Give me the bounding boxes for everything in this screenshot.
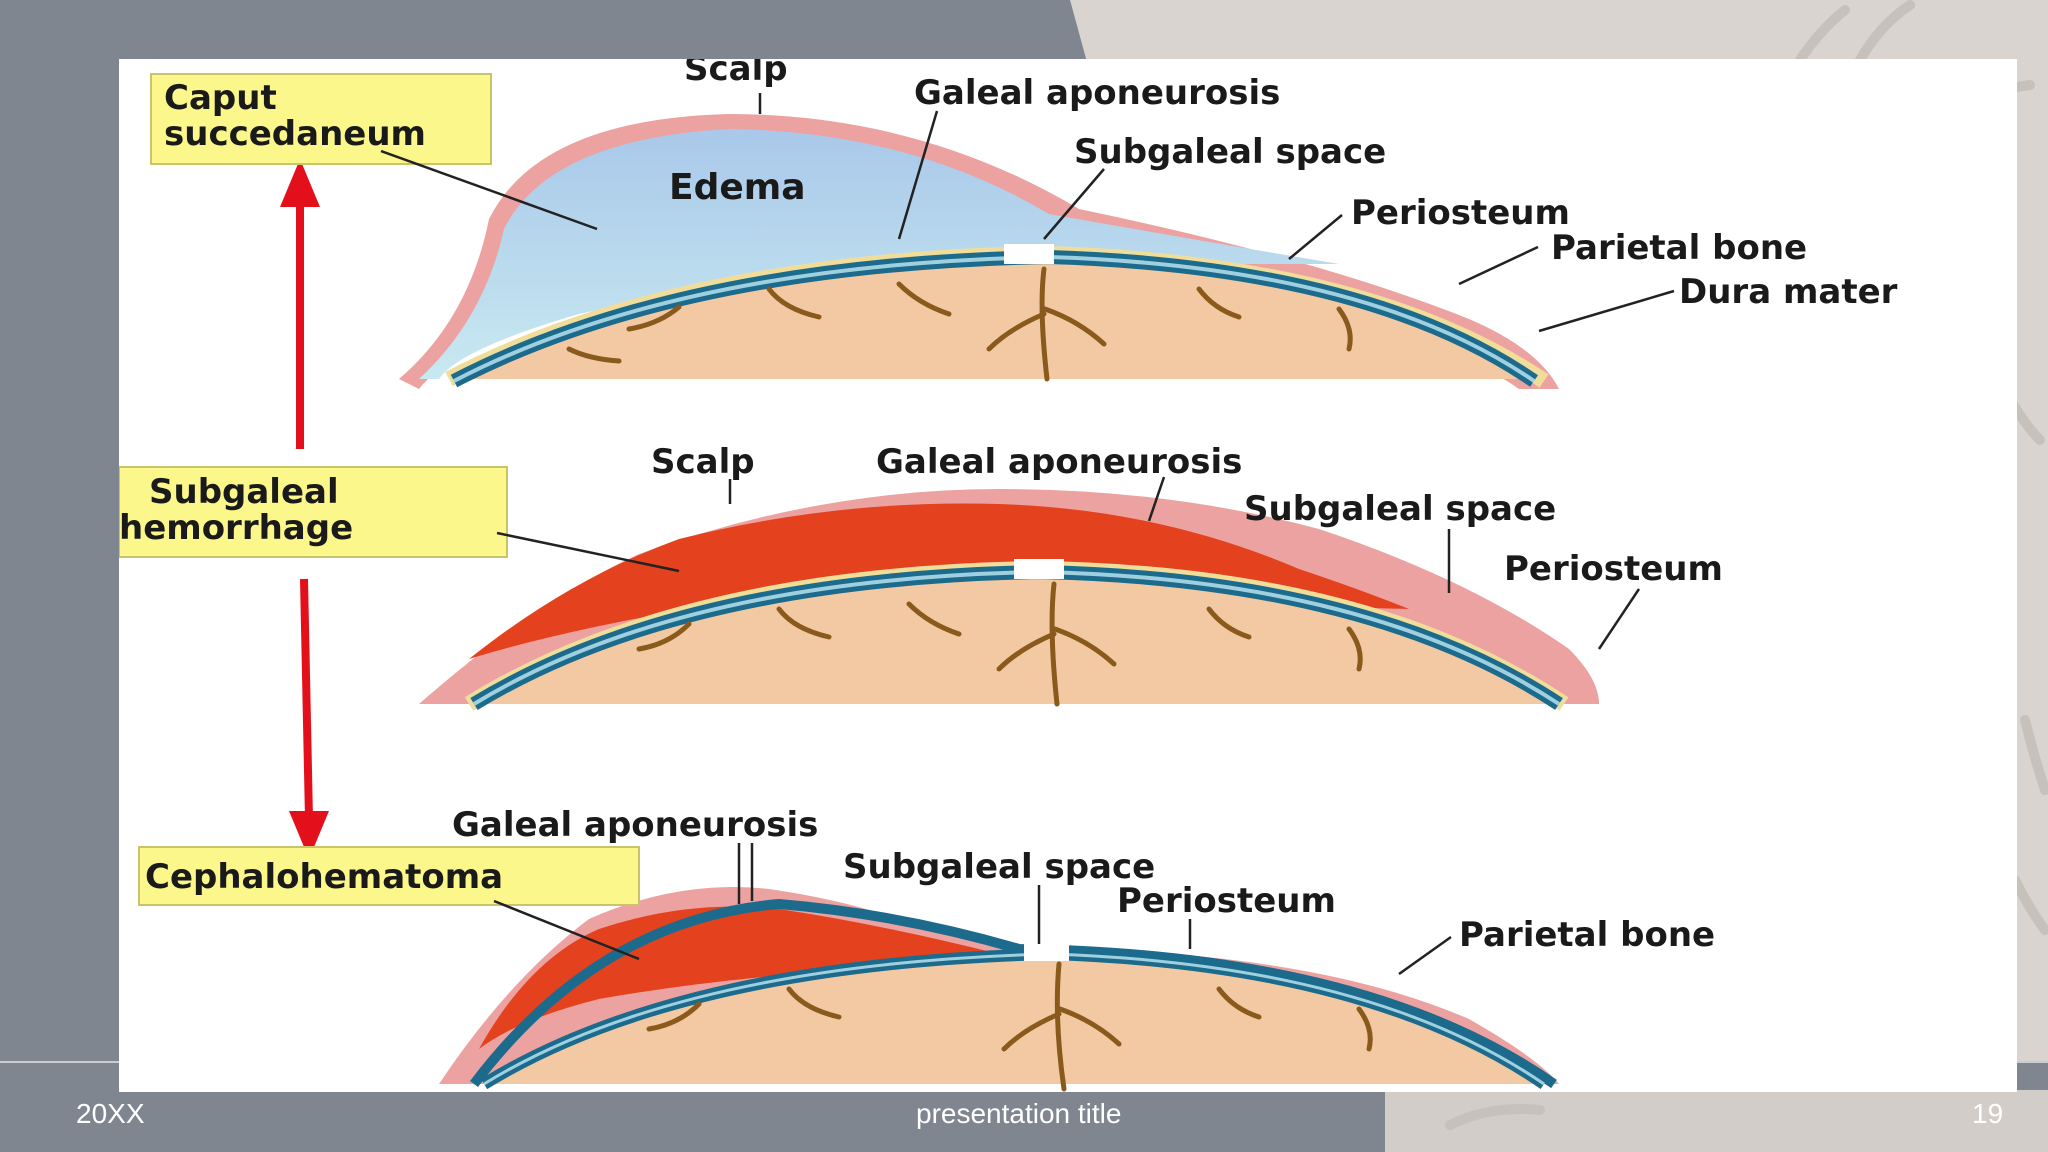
label-galeal-3: Galeal aponeurosis: [452, 805, 818, 845]
callout-subgaleal-line2: hemorrhage: [119, 508, 353, 548]
label-subgaleal-3: Subgaleal space: [843, 847, 1155, 887]
edema-layer: [419, 129, 1339, 379]
hemorrhage-area: [479, 906, 999, 1049]
leader-lines: [380, 93, 1675, 976]
callout-subgaleal-hemorrhage: Subgaleal hemorrhage: [119, 466, 508, 558]
callout-cephalohematoma-text: Cephalohematoma: [145, 857, 503, 897]
footer-page-number: 19: [1972, 1098, 2004, 1129]
label-parietal-3: Parietal bone: [1459, 915, 1715, 955]
label-edema: Edema: [669, 167, 806, 208]
panel-cephalohematoma: [439, 887, 1559, 1092]
suture-gap: [1024, 941, 1069, 961]
panel-caput-succedaneum: [399, 114, 1559, 389]
footer-date: 20XX: [76, 1098, 145, 1129]
brain-vessels: [566, 266, 1353, 382]
label-subgaleal-2: Subgaleal space: [1244, 489, 1556, 529]
red-arrow-icon: [280, 159, 329, 859]
label-subgaleal-1: Subgaleal space: [1074, 132, 1386, 172]
suture-gap: [1014, 559, 1064, 579]
label-galeal-2: Galeal aponeurosis: [876, 442, 1242, 482]
diagram-figure: Caput succedaneum Subgaleal hemorrhage C…: [119, 59, 2017, 1092]
callout-subgaleal-line1: Subgaleal: [149, 472, 339, 512]
callout-cephalohematoma: Cephalohematoma: [138, 846, 640, 906]
brain: [459, 259, 1539, 379]
panel-subgaleal-hemorrhage: [419, 489, 1599, 711]
label-periosteum-1: Periosteum: [1351, 193, 1570, 233]
footer-presentation-title: presentation title: [916, 1098, 1122, 1129]
suture-gap: [1004, 244, 1054, 264]
label-scalp-1: Scalp: [684, 59, 788, 89]
label-dura-1: Dura mater: [1679, 272, 1898, 312]
callout-caput-line1: Caput: [164, 78, 277, 118]
callout-caput-succedaneum: Caput succedaneum: [150, 73, 492, 165]
brain-vessels: [646, 961, 1373, 1092]
label-scalp-2: Scalp: [651, 442, 755, 482]
label-galeal-1: Galeal aponeurosis: [914, 73, 1280, 113]
label-parietal-1: Parietal bone: [1551, 228, 1807, 268]
label-periosteum-2: Periosteum: [1504, 549, 1723, 589]
callout-caput-line2: succedaneum: [164, 114, 426, 154]
label-periosteum-3: Periosteum: [1117, 881, 1336, 921]
brain-vessels: [636, 581, 1363, 707]
